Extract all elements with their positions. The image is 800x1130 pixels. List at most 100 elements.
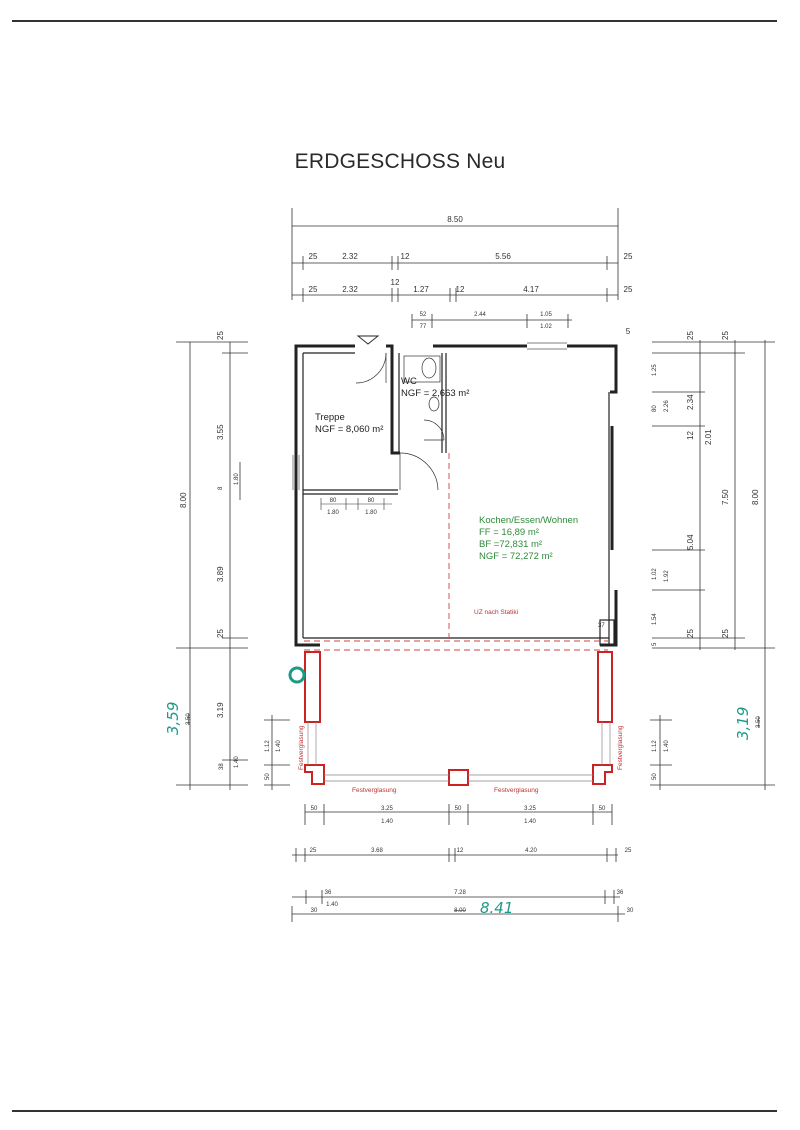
dim-bot-r1-sub-a: 1.40 [381, 819, 393, 825]
dim-bot-r1-d: 3.25 [524, 806, 536, 812]
dim-right-125: 1.25 [652, 364, 658, 376]
dim-right-112: 1.12 [652, 740, 658, 752]
dim-top-r1-e: 25 [624, 252, 633, 261]
dim-bot-r2-a: 25 [310, 848, 317, 854]
dim-left-140b: 1.40 [276, 740, 282, 752]
room-wc-label: WC [401, 376, 417, 387]
toilet-icon [421, 357, 437, 379]
dim-top-r2-f: 4.17 [523, 285, 539, 294]
dim-right-504: 5.04 [686, 534, 695, 550]
dim-left-inner-8: 8 [218, 486, 224, 490]
dim-bot-r1-a: 50 [311, 806, 318, 812]
dim-bot-r2-e: 25 [625, 848, 632, 854]
handwritten-right-value: 3,19 [734, 707, 752, 740]
room-treppe-area: NGF = 8,060 m² [315, 424, 383, 435]
dim-right-25d: 25 [721, 629, 730, 638]
dim-left-319: 3.19 [216, 702, 225, 718]
dim-bot-r1-e: 50 [599, 806, 606, 812]
struck-left-value: 3.50 [186, 713, 192, 725]
dim-bot-r1-sub-b: 1.40 [524, 819, 536, 825]
dim-top-r2-a: 25 [309, 285, 318, 294]
dim-bot-r3-b: 7.28 [454, 890, 466, 896]
dim-top-r2-d: 1.27 [413, 285, 429, 294]
dim-bot-r3-a: 36 [325, 890, 332, 896]
interior-dimension-ticks [320, 498, 392, 510]
dim-top-r3-b: 2.44 [474, 312, 486, 318]
dim-bot-r4-struck: 8.00 [454, 908, 466, 914]
handwritten-left-value: 3,59 [164, 702, 182, 735]
window-openings [292, 342, 567, 490]
dim-top-r3-d: 77 [420, 324, 427, 330]
dim-left-50: 50 [265, 773, 271, 780]
room-kochen-bf: BF =72,831 m² [479, 539, 542, 550]
dim-bot-r1-b: 3.25 [381, 806, 393, 812]
dim-right-80: 80 [652, 405, 658, 412]
dim-right-750: 7.50 [721, 489, 730, 505]
dim-top-r1-c: 12 [401, 252, 410, 261]
dim-right-154: 1.54 [652, 613, 658, 625]
dim-right-50: 50 [652, 773, 658, 780]
dim-left-800: 8.00 [179, 492, 188, 508]
right-dimension-lines [650, 340, 775, 790]
dim-top-r2-g: 25 [624, 285, 633, 294]
dim-top-r2-e: 12 [456, 285, 465, 294]
dim-right-25b: 25 [721, 331, 730, 340]
bottom-dimension-lines [291, 804, 625, 922]
top-border-rule [12, 20, 777, 22]
dim-top-r3-a: 52 [420, 312, 427, 318]
wc-fixtures [403, 355, 441, 412]
dim-left-355: 3.55 [216, 424, 225, 440]
dim-left-389: 3.89 [216, 566, 225, 582]
glazing-bottom-right-label: Festverglasung [494, 787, 539, 794]
handwritten-circle-mark [288, 666, 306, 684]
dim-left-38: 38 [219, 763, 225, 770]
dim-bot-r3-c: 36 [617, 890, 624, 896]
room-treppe-label: Treppe [315, 412, 345, 423]
room-kochen-ff: FF = 16,89 m² [479, 527, 539, 538]
washbasin-icon [428, 396, 440, 412]
dim-bot-r1-c: 50 [455, 806, 462, 812]
dim-top-corner: 5 [626, 327, 631, 336]
dim-top-r3-e: 1.02 [540, 324, 552, 330]
door-swings [355, 352, 445, 491]
dim-right-5: 5 [652, 642, 658, 646]
dim-right-25a: 25 [686, 331, 695, 340]
left-dimension-lines [176, 341, 290, 790]
dim-stair-d: 1.80 [365, 510, 377, 516]
dim-bot-r4-a: 30 [311, 908, 318, 914]
dim-right-234: 2.34 [686, 394, 695, 410]
dim-right-192: 1.92 [664, 570, 670, 582]
dim-left-25-bottom: 25 [216, 629, 225, 638]
dim-bot-r2-b: 3.68 [371, 848, 383, 854]
interior-walls [302, 352, 615, 646]
uz-note: UZ nach Statiki [474, 609, 518, 616]
struck-right-value: 3.50 [756, 716, 762, 728]
dim-right-140: 1.40 [664, 740, 670, 752]
bottom-border-rule [12, 1110, 777, 1112]
dim-top-r1-a: 25 [309, 252, 318, 261]
dim-overall-top: 8.50 [447, 215, 463, 224]
exterior-walls [294, 344, 618, 647]
dim-right-25c: 25 [686, 629, 695, 638]
dim-top-r1-d: 5.56 [495, 252, 511, 261]
dim-stair-b: 80 [368, 498, 375, 504]
entrance-marker-icon [356, 335, 380, 345]
dim-bot-r4-b: 1.40 [326, 902, 338, 908]
glazing-right-label: Festverglasung [617, 725, 624, 770]
dim-left-inner-180: 1.80 [234, 473, 240, 485]
dim-top-r1-b: 2.32 [342, 252, 358, 261]
plan-title: ERDGESCHOSS Neu [294, 150, 506, 173]
dim-bot-r2-d: 4.20 [525, 848, 537, 854]
top-dimension-lines [291, 208, 619, 328]
handwritten-bottom-value: 8.41 [480, 899, 513, 917]
dim-stair-c: 1.80 [327, 510, 339, 516]
room-wc-area: NGF = 2,663 m² [401, 388, 469, 399]
room-kochen-label: Kochen/Essen/Wohnen [479, 515, 578, 526]
glazing-left-label: Festverglasung [298, 725, 305, 770]
fixed-glazing-lines [307, 722, 611, 782]
room-kochen-ngf: NGF = 72,272 m² [479, 551, 553, 562]
dim-right-800: 8.00 [751, 489, 760, 505]
extension-columns [304, 651, 613, 786]
